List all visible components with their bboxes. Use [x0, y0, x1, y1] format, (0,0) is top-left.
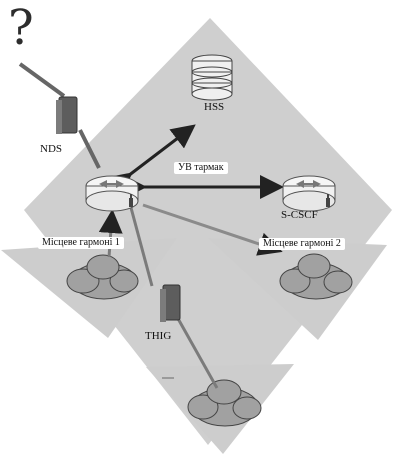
cloud-left — [66, 254, 139, 300]
scscf-label: S-CSCF — [281, 209, 318, 221]
nds-node — [56, 96, 78, 134]
thig-label: THIG — [145, 330, 172, 342]
nds-link — [78, 129, 101, 169]
question-mark-icon: ? — [8, 0, 34, 56]
cloud-right — [279, 253, 353, 300]
cloud-bottom — [187, 379, 262, 427]
pcscf-node — [85, 175, 139, 212]
left-branch-link — [98, 209, 123, 258]
visited-network-2-label: Місцеве гармоні 2 — [259, 238, 345, 250]
thig-node — [160, 284, 181, 322]
visited-network-1-label: Місцеве гармоні 1 — [38, 237, 124, 249]
hss-link — [106, 124, 196, 197]
scscf-node — [282, 175, 336, 212]
question-link — [18, 62, 66, 98]
thig-to-cloud-link — [174, 314, 219, 389]
hss-node — [191, 54, 233, 101]
thig-to-pcscf-link — [128, 203, 154, 287]
right-branch-link — [142, 203, 283, 256]
hss-label: HSS — [204, 101, 225, 113]
nds-label: NDS — [40, 143, 63, 155]
core-link-label: УВ тармак — [174, 162, 228, 174]
